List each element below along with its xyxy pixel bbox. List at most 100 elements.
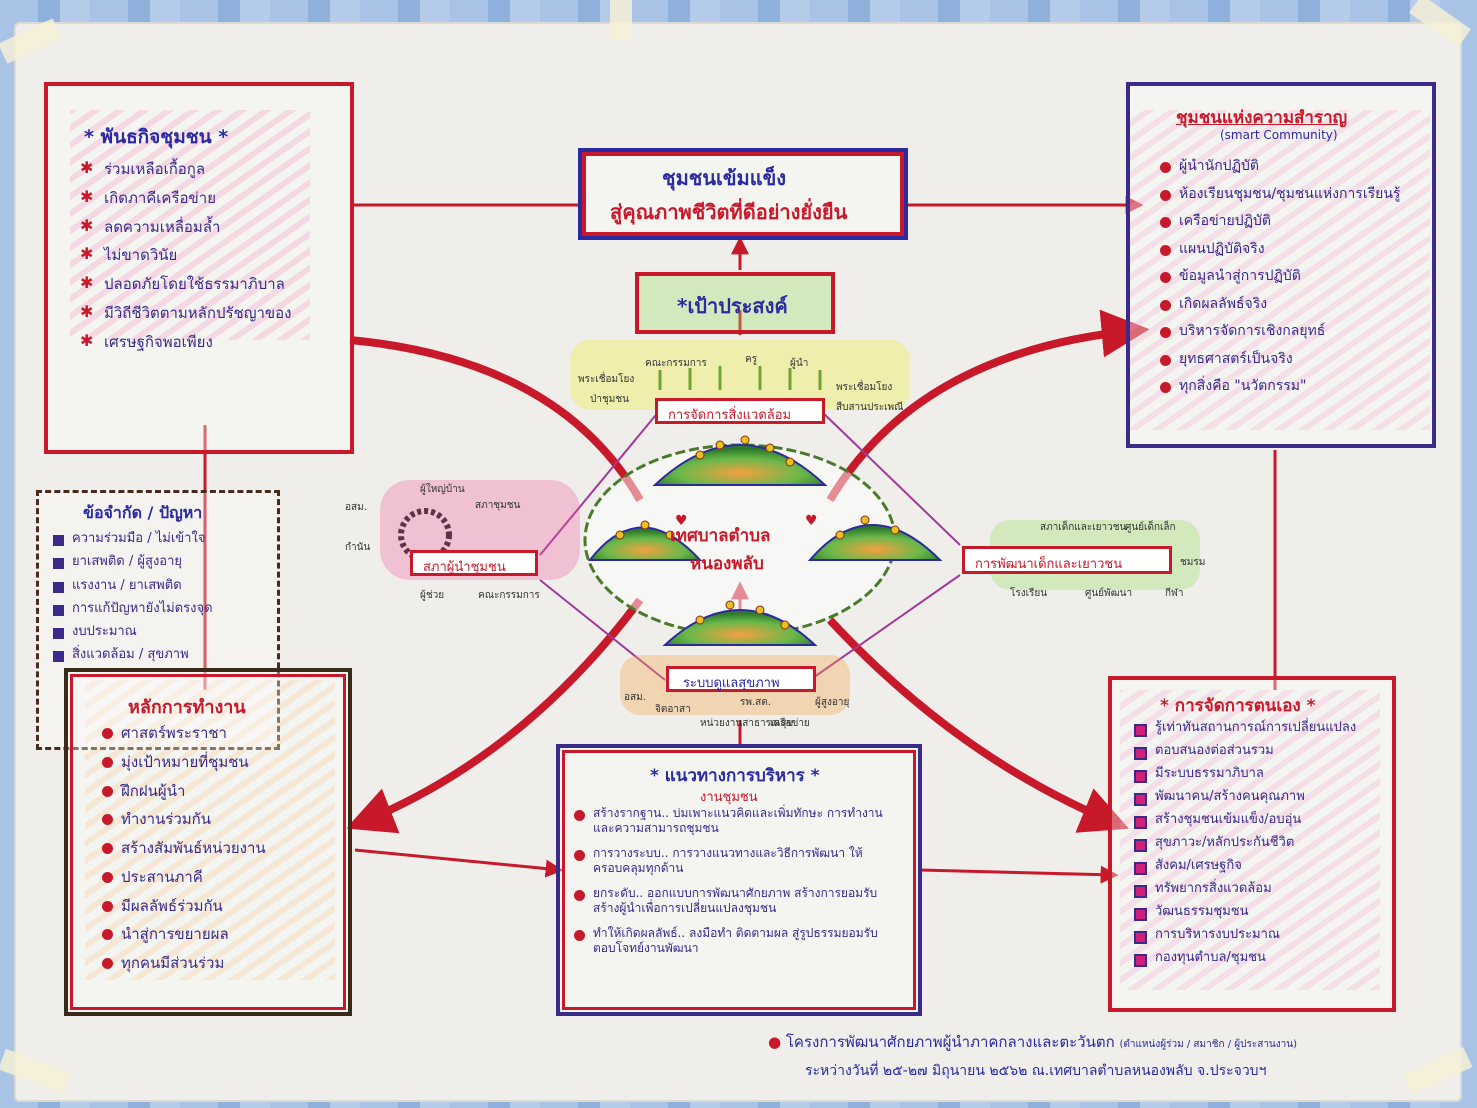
health-label: ระบบดูแลสุขภาพ — [683, 676, 780, 691]
list-item-text: แรงงาน / ยาเสพติด — [72, 577, 182, 593]
list-item-text: ความร่วมมือ / ไม่เข้าใจ — [72, 531, 206, 546]
bullet-icon — [574, 890, 585, 901]
bullet-icon — [53, 604, 64, 616]
leaders-note: ผู้ใหญ่บ้าน — [420, 484, 465, 495]
list-item-text: การวางระบบ.. การวางแนวทางและวิธีการพัฒนา… — [593, 846, 863, 875]
bullet-icon — [53, 651, 64, 663]
bullet-icon — [1134, 885, 1147, 898]
list-item-text: ทำงานร่วมกัน — [121, 810, 212, 829]
mission-list: ✱ ร่วมเหลือเกื้อกูล ✱ เกิดภาคีเครือข่าย ✱ลดค… — [80, 160, 292, 361]
bullet-icon — [102, 756, 113, 768]
list-item: แผนปฏิบัติจริง — [1160, 241, 1400, 259]
bullet-icon — [1160, 244, 1171, 256]
list-item-text: ห้องเรียนชุมชน/ชุมชนแห่งการเรียนรู้ — [1179, 185, 1401, 202]
bullet-icon — [1160, 354, 1171, 366]
health-note: จิตอาสา — [655, 704, 691, 715]
leaders-note: กำนัน — [345, 542, 371, 553]
list-item: ✱ปลอดภัยโดยใช้ธรรมาภิบาล — [80, 275, 292, 294]
list-item: การบริหารงบประมาณ — [1134, 927, 1356, 944]
list-item-text: เกิดผลลัพธ์จริง — [1179, 295, 1268, 312]
list-item: เครือข่ายปฏิบัติ — [1160, 213, 1400, 231]
env-note: ครู — [745, 354, 758, 365]
list-item-text: เกิดภาคีเครือข่าย — [104, 188, 216, 207]
list-item-text: ไม่ขาดวินัย — [104, 246, 178, 265]
bullet-icon — [1134, 747, 1147, 760]
list-item-text: ทำให้เกิดผลลัพธ์.. ลงมือทำ ติดตามผล สู่ร… — [593, 926, 878, 955]
arrow-curve — [349, 336, 644, 502]
list-item: การวางระบบ.. การวางแนวทางและวิธีการพัฒนา… — [574, 846, 904, 876]
list-item: ✱ไม่ขาดวินัย — [80, 246, 292, 265]
list-item: เกิดผลลัพธ์จริง — [1160, 296, 1400, 314]
leaders-label: สภาผู้นำชุมชน — [423, 560, 506, 575]
bullet-icon — [53, 581, 64, 593]
list-item: ทุกคนมีส่วนร่วม — [102, 954, 266, 973]
bullet-icon — [102, 785, 113, 797]
management-list: สร้างรากฐาน.. บ่มเพาะแนวคิดและเพิ่มทักษะ… — [574, 806, 904, 966]
center-title-line2: หนองพลับ — [690, 554, 764, 574]
bullet-icon — [1134, 954, 1147, 967]
bullet-icon — [1134, 839, 1147, 852]
youth-label: การพัฒนาเด็กและเยาวชน — [975, 557, 1123, 572]
health-label-box: ระบบดูแลสุขภาพ — [666, 666, 816, 692]
list-item: ข้อมูลนำสู่การปฏิบัติ — [1160, 268, 1400, 286]
env-note: ป่าชุมชน — [590, 394, 629, 405]
leaders-label-box: สภาผู้นำชุมชน — [410, 550, 538, 576]
list-item-text: การแก้ปัญหายังไม่ตรงจุด — [72, 600, 213, 616]
star-bullet-icon: ✱ — [80, 215, 94, 235]
list-item-text: การบริหารงบประมาณ — [1155, 927, 1280, 942]
list-item-text: ฝึกฝนผู้นำ — [121, 781, 186, 800]
footer-project: โครงการพัฒนาศักยภาพผู้นำภาคกลางและตะวันต… — [785, 1033, 1115, 1051]
bullet-icon — [102, 871, 113, 883]
list-item: ฝึกฝนผู้นำ — [102, 782, 266, 801]
star-bullet-icon: ✱ — [80, 273, 94, 292]
list-item-text: สร้างสัมพันธ์หน่วยงาน — [121, 839, 266, 857]
list-item: ✱ลดความเหลื่อมล้ำ — [80, 215, 292, 237]
list-item-text: มีผลลัพธ์ร่วมกัน — [121, 896, 223, 915]
youth-note: ชมรม — [1180, 557, 1206, 568]
list-item: ✱มีวิถีชีวิตตามหลักปรัชญาของ — [80, 303, 292, 323]
mission-box: * พันธกิจชุมชน * ✱ร่วมเหลือเกื้อกูล✱เกิด… — [44, 82, 354, 454]
self-management-box: * การจัดการตนเอง * รู้เท่าทันสถานการณ์กา… — [1108, 676, 1396, 1012]
main-goal-line2: สู่คุณภาพชีวิตที่ดีอย่างยั่งยืน — [610, 200, 848, 224]
bullet-icon — [1160, 382, 1171, 393]
list-item: ประสานภาคี — [102, 868, 266, 887]
health-note: หน่วยงานสาธารณสุข — [700, 718, 794, 729]
list-item-text: ยกระดับ.. ออกแบบการพัฒนาศักยภาพ สร้างการ… — [593, 886, 878, 915]
principles-title: หลักการทำงาน — [128, 697, 246, 718]
list-item: ผู้นำนักปฏิบัติ — [1160, 158, 1400, 176]
list-item: ยุทธศาสตร์เป็นจริง — [1160, 351, 1400, 369]
list-item: วัฒนธรรมชุมชน — [1134, 904, 1356, 921]
bullet-icon — [1160, 162, 1171, 173]
health-note: ผู้สูงอายุ — [815, 697, 850, 708]
bullet-icon — [1134, 816, 1147, 829]
footer-affiliation: (ตำแหน่งผู้ร่วม / สมาชิก / ผู้ประสานงาน) — [1119, 1039, 1298, 1050]
list-item-text: สิ่งแวดล้อม / สุขภาพ — [72, 647, 189, 663]
list-item-text: เครือข่ายปฏิบัติ — [1179, 213, 1271, 229]
list-item: ทรัพยากรสิ่งแวดล้อม — [1134, 881, 1356, 898]
bullet-icon — [102, 929, 113, 941]
health-note: อสม. — [624, 692, 646, 703]
list-item: มุ่งเป้าหมายที่ชุมชน — [102, 753, 266, 772]
footer-line2: ระหว่างวันที่ ๒๕-๒๗ มิถุนายน ๒๕๖๒ ณ.เทศบ… — [805, 1063, 1267, 1079]
list-item-text: สร้างชุมชนเข้มแข็ง/อบอุ่น — [1155, 812, 1302, 827]
principles-list: ศาสตร์พระราชามุ่งเป้าหมายที่ชุมชนฝึกฝนผู… — [102, 724, 266, 983]
list-item-text: สุขภาวะ/หลักประกันชีวิต — [1155, 835, 1295, 850]
svg-text:♥: ♥ — [675, 513, 688, 529]
list-item-text: งบประมาณ — [72, 624, 137, 639]
smart-community-box: ชุมชนแห่งความสำราญ (smart Community) ผู้… — [1126, 82, 1436, 448]
bullet-icon — [102, 728, 113, 739]
list-item-text: ร่วมเหลือเกื้อกูล — [104, 160, 206, 178]
smart-community-title: ชุมชนแห่งความสำราญ — [1176, 108, 1348, 128]
health-note: เครือข่าย — [770, 718, 810, 729]
leaders-note: อสม. — [345, 502, 367, 513]
list-item-text: ข้อมูลนำสู่การปฏิบัติ — [1179, 268, 1301, 284]
list-item-text: กองทุนตำบล/ชุมชน — [1155, 950, 1266, 965]
list-item: สิ่งแวดล้อม / สุขภาพ — [53, 647, 213, 663]
list-item-text: มีระบบธรรมาภิบาล — [1155, 766, 1264, 781]
health-note: รพ.สต. — [740, 697, 771, 708]
list-item: บริหารจัดการเชิงกลยุทธ์ — [1160, 323, 1400, 341]
list-item: สร้างสัมพันธ์หน่วยงาน — [102, 839, 266, 858]
footer-line1: ● โครงการพัฒนาศักยภาพผู้นำภาคกลางและตะวั… — [768, 1033, 1298, 1051]
purpose-box: *เป้าประสงค์ — [635, 272, 835, 334]
